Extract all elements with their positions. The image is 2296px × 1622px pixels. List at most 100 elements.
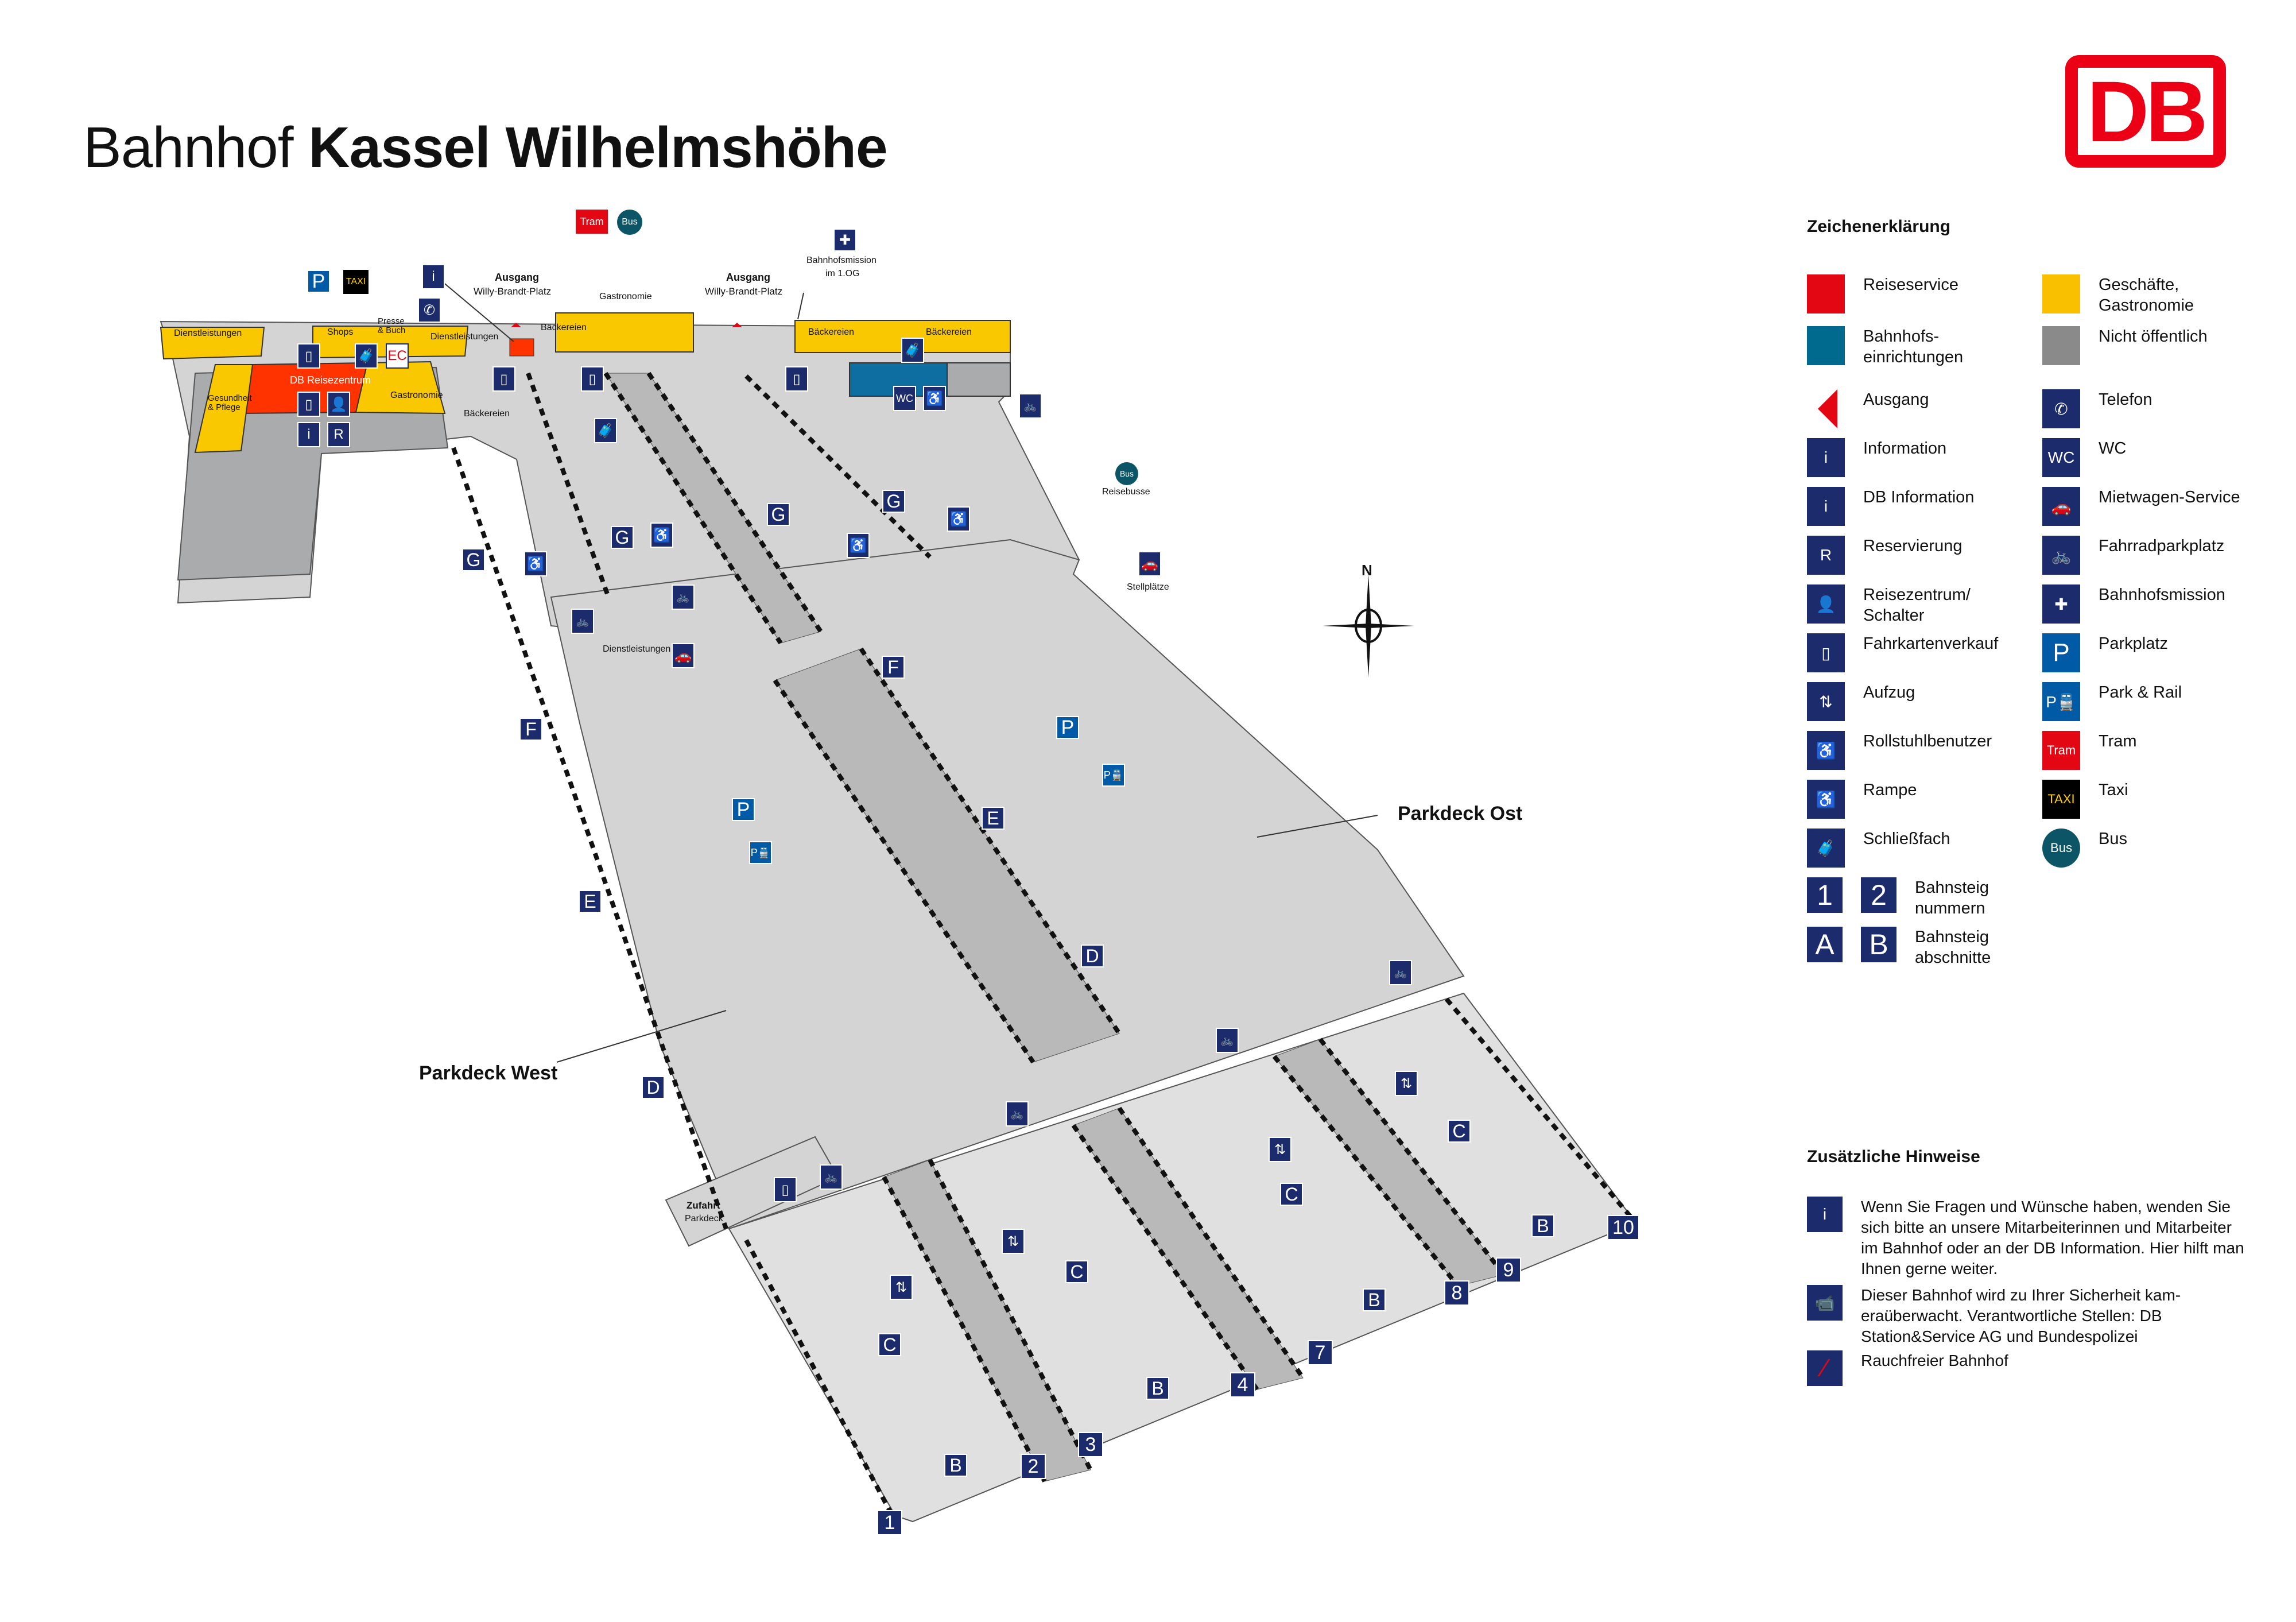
area-label: Shops (327, 327, 354, 337)
section-sign: E (982, 807, 1004, 830)
rental-car-icon: 🚗 (1138, 551, 1161, 576)
yellow-swatch-icon (2042, 274, 2080, 313)
station-mission-icon: ✚ (833, 229, 856, 251)
ticket-sales-icon: ▯ (297, 343, 320, 369)
ramp-icon: ♿ (847, 533, 870, 558)
bahnhofsmission-sublabel: im 1.OG (825, 269, 860, 278)
rental-car-icon: 🚗 (2042, 487, 2080, 526)
legend-label: Bus (2099, 830, 2127, 848)
legend-label: Reisezentrum/ Schalter (1863, 586, 1971, 625)
taxi-icon: TAXI (343, 270, 369, 294)
elevator-icon: ⇅ (1269, 1137, 1292, 1162)
parking-icon: P (2042, 633, 2080, 672)
area-nicht-oeffentlich-east (947, 362, 1011, 397)
wc-icon: WC (893, 386, 916, 411)
parkdeck-ost-label: Parkdeck Ost (1398, 803, 1523, 824)
bahnhofsmission-label: Bahnhofsmission (806, 256, 876, 265)
legend-label: Park & Rail (2099, 683, 2182, 702)
legend-label: Telefon (2099, 390, 2152, 409)
section-sign: F (882, 656, 905, 679)
bike-parking-icon: 🚲 (2042, 536, 2080, 575)
red-swatch-icon (1807, 274, 1845, 313)
area-label: Dienstleistungen (430, 332, 499, 342)
additional-notes: Zusätzliche Hinweise i Wenn Sie Fragen u… (1807, 1147, 2255, 1386)
db-logo-text: DB (2086, 63, 2208, 160)
area-gesundheit (194, 364, 254, 454)
bike-parking-icon: 🚲 (1216, 1028, 1239, 1053)
legend-label: Parkplatz (2099, 634, 2168, 653)
section-sign: B (944, 1454, 967, 1477)
ramp-icon: ♿ (1807, 780, 1845, 819)
legend-item: Ausgang (1807, 389, 1929, 428)
locker-icon: 🧳 (1807, 829, 1845, 868)
section-sign: G (882, 490, 905, 513)
area-dienstleistungen (160, 327, 265, 360)
ticket-sales-icon: ▯ (785, 366, 808, 392)
compass (1322, 574, 1414, 678)
platform-number-sample: 1 (1807, 877, 1843, 913)
area-label: Bäckereien (464, 409, 510, 419)
platform-number: 3 (1078, 1432, 1103, 1457)
ec-cash-icon: EC (386, 343, 409, 369)
stellplaetze-label: Stellplätze (1127, 582, 1169, 592)
platform-number: 10 (1607, 1215, 1639, 1240)
section-sign: C (1065, 1260, 1088, 1283)
legend-label: Bahnsteig abschnitte (1915, 928, 1991, 967)
legend-label: Taxi (2099, 781, 2128, 799)
legend-item: ▯Fahrkartenverkauf (1807, 633, 1998, 672)
park-rail-icon: P🚆 (2042, 682, 2080, 721)
legend-item: P Parkplatz (2042, 633, 2168, 672)
ramp-icon: ♿ (947, 506, 970, 532)
bike-parking-icon: 🚲 (571, 609, 594, 634)
platform-number: 8 (1444, 1280, 1469, 1306)
legend-label: Fahrkartenverkauf (1863, 634, 1999, 653)
wc-icon: WC (2042, 438, 2080, 477)
legend-item: Geschäfte, Gastronomie (2042, 274, 2194, 316)
area-label: Dienstleistungen (603, 644, 671, 654)
park-rail-icon: P🚆 (749, 841, 772, 864)
exit-arrow-icon (511, 323, 521, 327)
travel-center-icon: 👤 (1807, 584, 1845, 624)
exit-sublabel: Willy-Brandt-Platz (705, 286, 783, 297)
section-sign: B (1531, 1214, 1554, 1237)
title-prefix: Bahnhof (83, 115, 294, 180)
area-label: Bäckereien (808, 327, 855, 337)
bus-icon: Bus (2042, 829, 2080, 868)
area-label: Gesundheit & Pflege (208, 393, 252, 412)
park-rail-icon: P🚆 (1102, 764, 1125, 787)
tracks (605, 373, 1504, 1482)
leader-line (556, 1010, 727, 1063)
section-sign: G (611, 526, 634, 549)
tram-icon: Tram (2042, 731, 2080, 770)
bike-parking-icon: 🚲 (672, 584, 695, 610)
bus-icon: Bus (617, 210, 642, 235)
ramp-icon: ♿ (650, 522, 673, 548)
section-sign: C (878, 1333, 901, 1356)
station-mission-icon: ✚ (2042, 584, 2080, 624)
locker-icon: 🧳 (355, 343, 378, 369)
taxi-icon: TAXI (2042, 780, 2080, 819)
track-edges (451, 371, 1638, 1523)
leader-line (797, 292, 804, 320)
parkdeck-west-label: Parkdeck West (419, 1062, 558, 1084)
legend-label: Information (1863, 439, 1947, 458)
area-label: Bäckereien (926, 327, 972, 337)
db-logo: DB (2065, 55, 2226, 168)
legend-item: ✚Bahnhofsmission (2042, 584, 2225, 624)
ticket-sales-icon: ▯ (492, 366, 515, 392)
note-item: 📹 Dieser Bahnhof wird zu Ihrer Sicherhei… (1807, 1285, 2251, 1347)
reisebusse-label: Reisebusse (1102, 487, 1150, 497)
leader-line (441, 281, 514, 342)
bike-parking-icon: 🚲 (1019, 393, 1042, 419)
elevator-icon: ⇅ (890, 1275, 913, 1300)
section-sign: E (579, 890, 602, 913)
legend-label: Bahnsteig nummern (1915, 878, 1989, 918)
legend-label: Schließfach (1863, 830, 1950, 848)
area-gastronomie-west (355, 361, 446, 415)
legend-item: 🚗Mietwagen-Service (2042, 487, 2240, 526)
exit-arrow-icon (1807, 389, 1845, 428)
